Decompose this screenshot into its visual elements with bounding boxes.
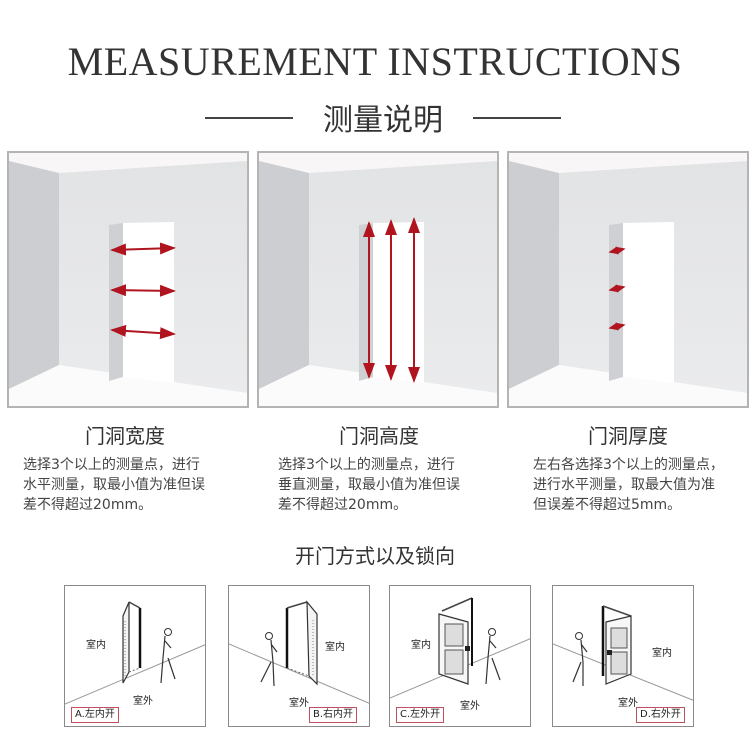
caption-title-height: 门洞高度 xyxy=(339,424,419,448)
indoor-label: 室内 xyxy=(411,640,431,651)
opening-type-tag: B.右内开 xyxy=(309,707,358,723)
caption-body-height: 选择3个以上的测量点，进行 垂直测量，取最小值为准但误 差不得超过20mm。 xyxy=(278,455,460,515)
caption-line: 垂直测量，取最小值为准但误 xyxy=(278,477,460,493)
caption-title-width: 门洞宽度 xyxy=(85,424,165,448)
opening-type-d: 室内 室外 D.右外开 xyxy=(552,585,694,727)
title-divider-right xyxy=(473,117,561,119)
caption-line: 进行水平测量，取最大值为准 xyxy=(533,477,715,493)
left-inward-door-icon xyxy=(65,601,205,705)
opening-type-b: 室内 室外 B.右内开 xyxy=(228,585,370,727)
opening-type-tag: C.左外开 xyxy=(396,707,445,723)
outdoor-label: 室外 xyxy=(133,696,153,707)
illustration-door-width xyxy=(7,151,249,408)
page-title-chinese-row: 测量说明 xyxy=(0,95,750,139)
outdoor-label: 室外 xyxy=(618,698,638,709)
indoor-label: 室内 xyxy=(652,648,672,659)
page-title-english: MEASUREMENT INSTRUCTIONS xyxy=(67,39,683,84)
page-title-chinese: 测量说明 xyxy=(323,103,443,138)
caption-line: 选择3个以上的测量点，进行 xyxy=(23,457,200,473)
opening-type-tag: A.左内开 xyxy=(71,707,119,723)
illustration-door-thickness xyxy=(507,151,749,408)
caption-title-thickness: 门洞厚度 xyxy=(588,424,668,448)
opening-type-tag: D.右外开 xyxy=(636,707,685,723)
caption-line: 差不得超过20mm。 xyxy=(278,497,408,513)
opening-types-title: 开门方式以及锁向 xyxy=(295,544,455,568)
caption-body-width: 选择3个以上的测量点，进行 水平测量，取最小值为准但误 差不得超过20mm。 xyxy=(23,455,205,515)
opening-type-a: 室内 室外 A.左内开 xyxy=(64,585,206,727)
outdoor-label: 室外 xyxy=(460,701,480,712)
caption-body-thickness: 左右各选择3个以上的测量点， 进行水平测量，取最大值为准 但误差不得超过5mm。 xyxy=(533,455,724,515)
outdoor-label: 室外 xyxy=(289,698,309,709)
opening-type-c: 室内 室外 C.左外开 xyxy=(389,585,531,727)
illustration-door-height xyxy=(257,151,499,408)
room-width-arrows-icon xyxy=(9,153,247,406)
caption-line: 但误差不得超过5mm。 xyxy=(533,497,682,513)
indoor-label: 室内 xyxy=(325,642,345,653)
title-divider-left xyxy=(205,117,293,119)
caption-line: 选择3个以上的测量点，进行 xyxy=(278,457,455,473)
caption-line: 差不得超过20mm。 xyxy=(23,497,153,513)
caption-line: 水平测量，取最小值为准但误 xyxy=(23,477,205,493)
indoor-label: 室内 xyxy=(86,640,106,651)
caption-line: 左右各选择3个以上的测量点， xyxy=(533,457,724,473)
left-outward-door-icon xyxy=(390,597,530,699)
room-thickness-arrows-icon xyxy=(509,153,747,406)
room-height-arrows-icon xyxy=(259,153,497,406)
right-inward-door-icon xyxy=(229,600,369,704)
right-outward-door-icon xyxy=(553,605,693,701)
